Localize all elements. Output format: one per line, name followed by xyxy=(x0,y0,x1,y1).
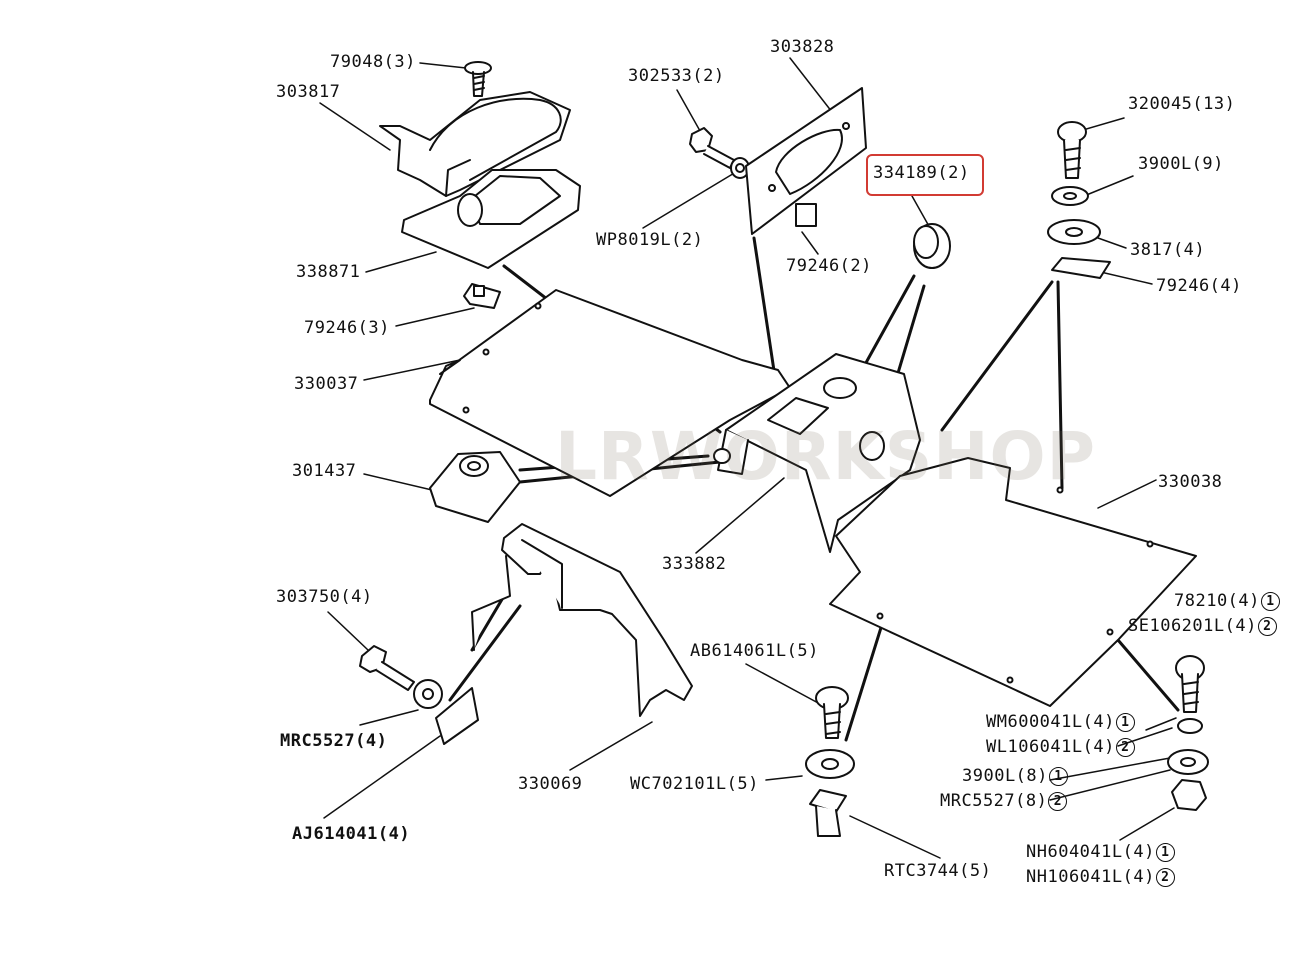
label-333882: 333882 xyxy=(662,554,727,574)
label-79246-3: 79246(3) xyxy=(304,318,390,338)
callout-2: 2 xyxy=(1257,617,1277,636)
callout-1: 1 xyxy=(1115,713,1135,732)
callout-1: 1 xyxy=(1048,767,1068,786)
label-wp8019l: WP8019L(2) xyxy=(596,230,704,250)
part-330069-bracket xyxy=(471,523,693,717)
highlight-box xyxy=(866,154,984,196)
label-nh106041l: NH106041L(4)2 xyxy=(1026,867,1175,887)
part-334189-grommet xyxy=(913,223,951,269)
label-rtc3744: RTC3744(5) xyxy=(884,861,992,881)
label-aj614041: AJ614041(4) xyxy=(292,824,411,844)
part-303817-bracket xyxy=(379,91,571,197)
label-330069: 330069 xyxy=(518,774,583,794)
part-ab614061l-stack xyxy=(805,686,855,837)
part-303828-plate xyxy=(745,87,867,235)
label-330037: 330037 xyxy=(294,374,359,394)
part-79048-screw xyxy=(464,61,492,97)
part-330037-panel xyxy=(429,289,791,497)
label-79246-4: 79246(4) xyxy=(1156,276,1242,296)
watermark: LRWORKSHOP xyxy=(555,418,1096,495)
part-302533-bolt xyxy=(689,127,750,179)
label-se106201l: SE106201L(4)2 xyxy=(1128,616,1277,636)
part-right-lower-stack xyxy=(1167,655,1209,811)
label-wc702101l: WC702101L(5) xyxy=(630,774,759,794)
part-320045-screw xyxy=(1047,121,1111,279)
label-3817: 3817(4) xyxy=(1130,240,1206,260)
label-nh604041l: NH604041L(4)1 xyxy=(1026,842,1175,862)
part-330038-panel xyxy=(829,457,1197,707)
part-303750-bolt xyxy=(359,645,479,745)
callout-2: 2 xyxy=(1048,792,1068,811)
label-303817: 303817 xyxy=(276,82,341,102)
label-303750: 303750(4) xyxy=(276,587,373,607)
label-79246-2: 79246(2) xyxy=(786,256,872,276)
label-wl106041l: WL106041L(4)2 xyxy=(986,737,1135,757)
label-301437: 301437 xyxy=(292,461,357,481)
label-mrc5527-8: MRC5527(8)2 xyxy=(940,791,1068,811)
callout-2: 2 xyxy=(1115,738,1135,757)
callout-1: 1 xyxy=(1155,843,1175,862)
label-3900l-8: 3900L(8)1 xyxy=(962,766,1068,786)
label-302533: 302533(2) xyxy=(628,66,725,86)
label-79048: 79048(3) xyxy=(330,52,416,72)
label-wm600041l: WM600041L(4)1 xyxy=(986,712,1135,732)
label-78210: 78210(4)1 xyxy=(1174,591,1280,611)
part-301437-mount xyxy=(429,451,521,523)
part-333882-tunnel xyxy=(713,353,921,553)
part-338871-base xyxy=(401,169,581,269)
label-338871: 338871 xyxy=(296,262,361,282)
leader-lines xyxy=(319,57,1177,859)
label-mrc5527-4: MRC5527(4) xyxy=(280,731,388,751)
label-303828: 303828 xyxy=(770,37,835,57)
callout-1: 1 xyxy=(1260,592,1280,611)
label-334189[interactable]: 334189(2) xyxy=(873,163,970,183)
label-320045: 320045(13) xyxy=(1128,94,1236,114)
part-79246-clip-left xyxy=(463,283,501,309)
callout-2: 2 xyxy=(1155,868,1175,887)
label-ab614061l: AB614061L(5) xyxy=(690,641,819,661)
label-330038: 330038 xyxy=(1158,472,1223,492)
label-3900l-9: 3900L(9) xyxy=(1138,154,1224,174)
